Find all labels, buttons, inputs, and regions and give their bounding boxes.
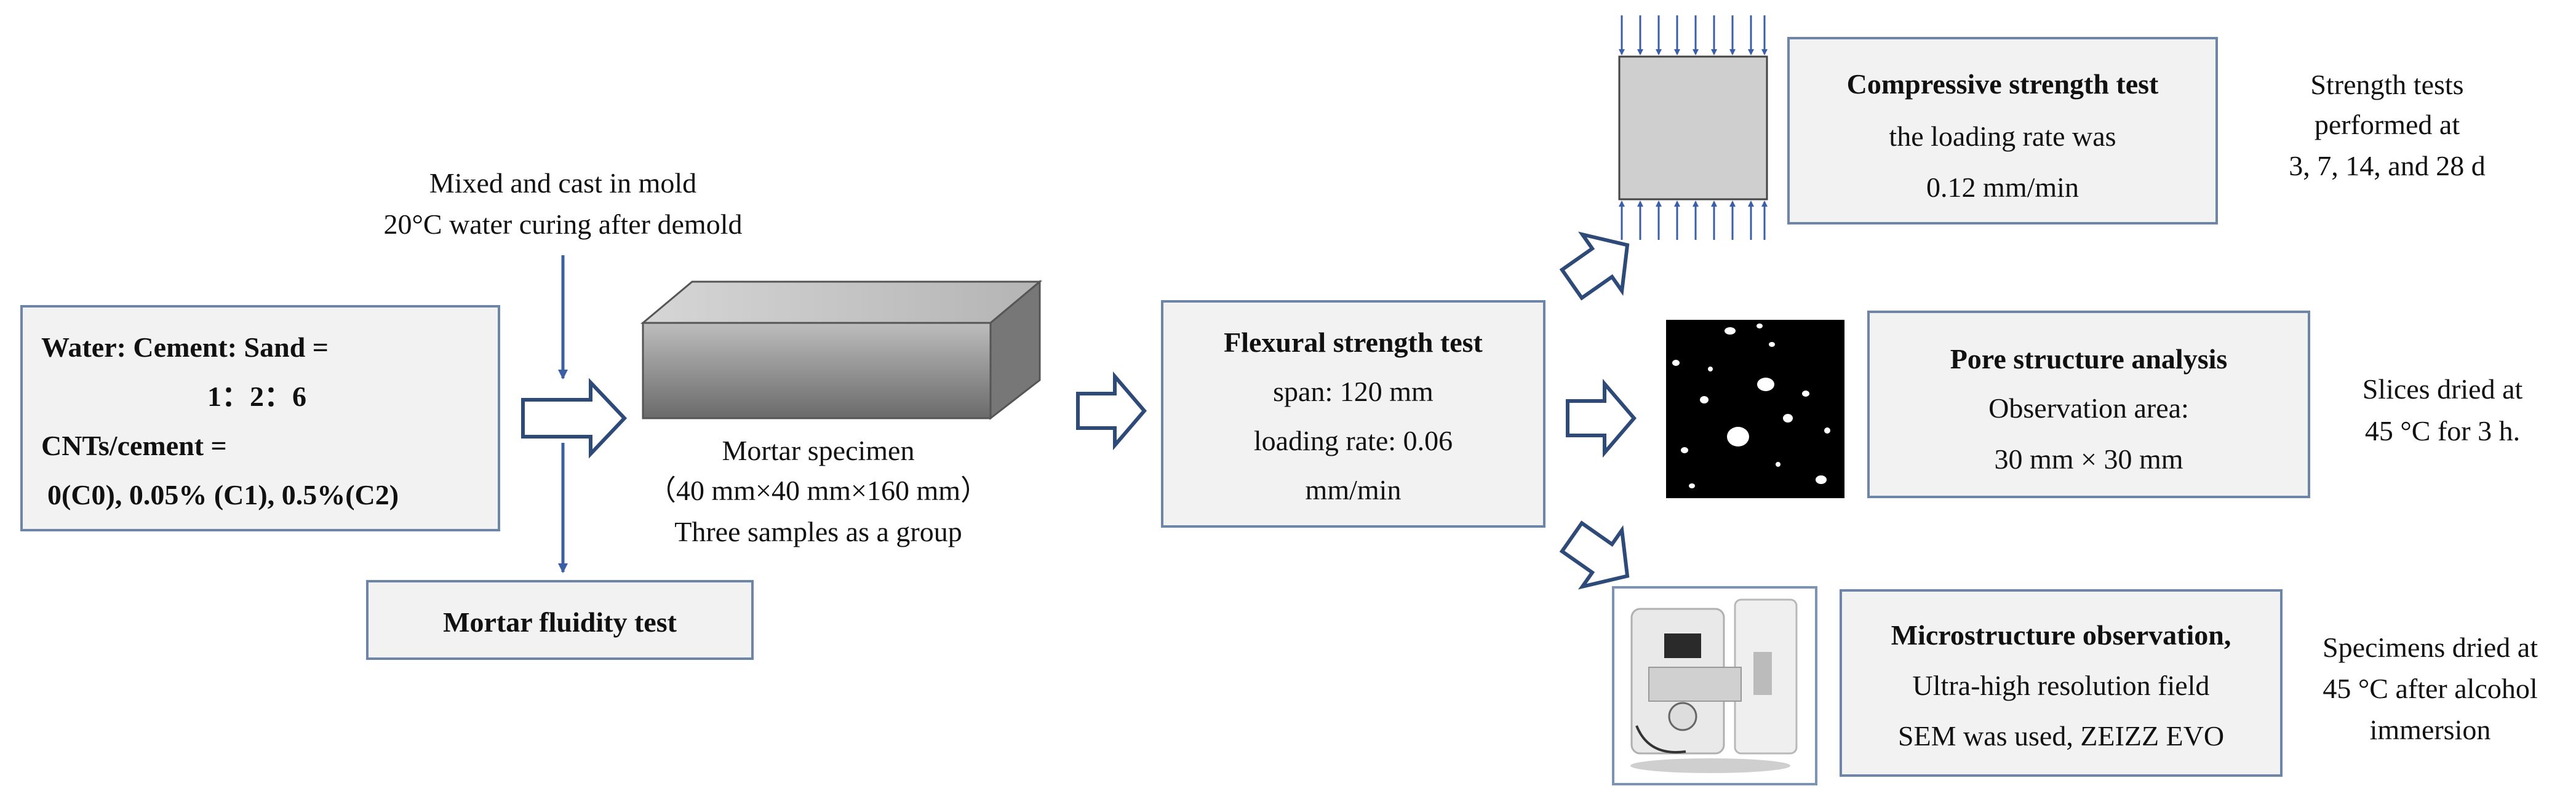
- flexural-rate-unit: mm/min: [1305, 474, 1402, 506]
- compressive-note-2: performed at: [2314, 109, 2460, 140]
- pore-structure-image: [1666, 320, 1844, 498]
- fluidity-test-label: Mortar fluidity test: [443, 606, 677, 638]
- pore-area-label: Observation area:: [1988, 392, 2189, 424]
- pore-note-2: 45 °C for 3 h.: [2364, 415, 2521, 447]
- specimen-group-note: Three samples as a group: [674, 516, 962, 547]
- flexural-span: span: 120 mm: [1273, 376, 1434, 407]
- compressive-rate-label: the loading rate was: [1889, 121, 2116, 152]
- specimen-label: Mortar specimen: [722, 435, 915, 466]
- pore-area-value: 30 mm × 30 mm: [1994, 443, 2183, 475]
- micro-title: Microstructure observation,: [1891, 619, 2231, 651]
- micro-note-1: Specimens dried at: [2322, 632, 2538, 663]
- microstructure-box: Microstructure observation, Ultra-high r…: [1840, 589, 2283, 777]
- compressive-title: Compressive strength test: [1846, 68, 2159, 100]
- flexural-test-box: Flexural strength test span: 120 mm load…: [1161, 300, 1545, 528]
- mortar-specimen-prism: [640, 279, 1043, 421]
- compressive-note-1: Strength tests: [2310, 69, 2464, 100]
- sem-instrument-image: [1612, 586, 1817, 785]
- compressive-rate-value: 0.12 mm/min: [1926, 172, 2079, 203]
- flexural-title: Flexural strength test: [1224, 327, 1483, 358]
- block-arrow-to-pore: [1566, 378, 1637, 458]
- mix-ratio-values: 1：2：6: [207, 381, 306, 412]
- micro-line1: Ultra-high resolution field: [1912, 670, 2210, 701]
- cnt-ratio-label: CNTs/cement =: [41, 430, 227, 461]
- compressive-test-box: Compressive strength test the loading ra…: [1787, 37, 2218, 224]
- micro-line2: SEM was used, ZEIZZ EVO: [1897, 720, 2225, 752]
- micro-note-2: 45 °C after alcohol: [2323, 673, 2538, 704]
- casting-line1: Mixed and cast in mold: [429, 167, 697, 199]
- pore-note-1: Slices dried at: [2362, 373, 2523, 405]
- pore-analysis-box: Pore structure analysis Observation area…: [1867, 311, 2310, 498]
- casting-line2: 20°C water curing after demold: [383, 208, 743, 240]
- block-arrow-specimen-to-flexural: [1076, 371, 1147, 451]
- cnt-ratio-values: 0(C0), 0.05% (C1), 0.5%(C2): [47, 479, 399, 510]
- block-arrow-to-microstructure: [1559, 520, 1630, 590]
- flexural-rate: loading rate: 0.06: [1253, 425, 1453, 456]
- micro-note-3: immersion: [2369, 714, 2491, 745]
- compressive-note-3: 3, 7, 14, and 28 d: [2289, 150, 2486, 181]
- fluidity-test-box: Mortar fluidity test: [366, 580, 754, 660]
- specimen-dimensions: （40 mm×40 mm×160 mm）: [647, 475, 989, 506]
- pore-title: Pore structure analysis: [1950, 343, 2228, 375]
- block-arrow-to-compressive: [1559, 231, 1630, 301]
- block-arrow-mix-to-specimen: [521, 378, 628, 459]
- mix-ratio-label: Water: Cement: Sand =: [41, 331, 329, 363]
- compressive-load-illustration: [1618, 15, 1768, 240]
- mix-proportion-box: Water: Cement: Sand = 1：2：6 CNTs/cement …: [20, 305, 500, 531]
